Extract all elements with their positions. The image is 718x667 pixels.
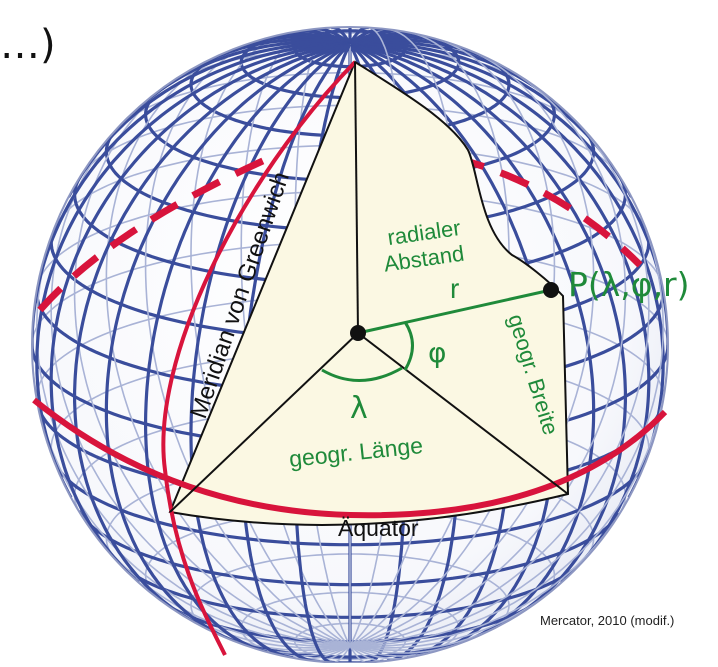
longitude-line: [349, 196, 665, 647]
longitude-line: [32, 42, 350, 345]
longitude-line: [190, 31, 351, 647]
point-label: P(λ,φ,r): [568, 265, 690, 304]
corner-fragment: …): [0, 22, 56, 68]
greenwich-meridian: [161, 60, 357, 656]
latitude-line: [143, 84, 351, 183]
lambda-label: λ: [350, 391, 368, 426]
dashed-latitude-right: [454, 154, 643, 268]
center-dot-icon: [350, 325, 366, 341]
longitude-line: [350, 350, 668, 647]
point-dot-icon: [543, 282, 559, 298]
latitude-line: [349, 513, 621, 587]
longitude-line: [144, 42, 351, 654]
lambda-angle-arc: [321, 366, 403, 382]
radius-greenwich: [169, 332, 359, 513]
longitude-line: [349, 42, 627, 625]
longitude-line: [349, 49, 595, 647]
wedge-cutout: [168, 60, 570, 526]
equator-label: Äquator: [338, 515, 419, 541]
longitude-line: [349, 110, 650, 647]
longitude-line: [189, 42, 351, 660]
phi-angle-arc: [403, 321, 414, 371]
latitude-line: [350, 460, 648, 547]
longitude-line: [349, 42, 596, 644]
longitude-line: [105, 49, 351, 647]
longitude-line: [49, 42, 351, 584]
r-label: r: [450, 273, 459, 304]
source-credit: Mercator, 2010 (modif.): [540, 613, 675, 628]
longitude-line: [35, 196, 351, 647]
radius-r-line: [357, 288, 552, 335]
longitude-line: [73, 42, 351, 625]
phi-label: φ: [428, 336, 446, 369]
longitude-line: [349, 42, 665, 499]
longitude-line: [349, 68, 627, 647]
longitude-line: [104, 42, 351, 644]
dashed-latitude-left: [37, 156, 267, 313]
radius-equator-point: [357, 332, 569, 495]
polar-axis: [354, 61, 359, 334]
equator-line: [32, 397, 668, 519]
longitude-line: [73, 68, 351, 647]
